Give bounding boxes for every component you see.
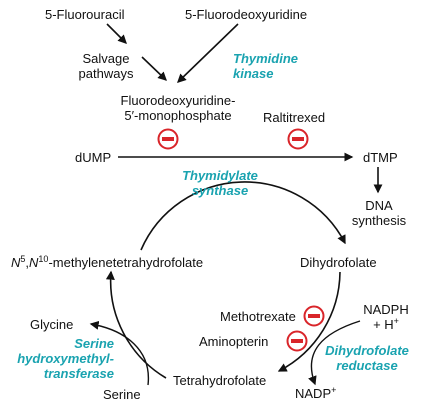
label-fdump-line2: 5′-monophosphate: [124, 108, 232, 123]
arrow-nadph-to-nadp: [308, 320, 361, 386]
inhibition-icon-fdump: [157, 128, 179, 150]
label-dtmp: dTMP: [363, 150, 398, 165]
label-nadph-sup: +: [393, 316, 399, 326]
enzyme-thymidylate-synthase-line2: synthase: [191, 183, 249, 198]
label-dihydrofolate: Dihydrofolate: [300, 255, 377, 270]
label-dump: dUMP: [75, 150, 112, 165]
enzyme-dhfr-line2: reductase: [336, 358, 398, 373]
label-nadph-h: + H: [373, 317, 394, 332]
label-methylene-sup5: 5: [20, 254, 26, 264]
arc-tetrahydrofolate-to-methylene: [105, 270, 167, 379]
arrow-fluorodeoxyuridine-to-fdump: [177, 23, 239, 83]
label-dna-synthesis: DNA synthesis: [348, 198, 410, 228]
label-fluorouracil: 5-Fluorouracil: [45, 7, 125, 22]
label-methylene-sup10: 10: [38, 254, 49, 264]
arrow-fluorouracil-to-salvage: [106, 23, 127, 44]
enzyme-thymidylate-synthase-line1: Thymidylate: [182, 168, 258, 183]
label-methylenetetrahydrofolate: N5,N10-methylenetetrahydrofolate: [11, 254, 204, 271]
label-raltitrexed: Raltitrexed: [263, 110, 326, 125]
label-nadp: NADP+: [295, 385, 337, 402]
inhibition-icon-aminopterin: [286, 330, 308, 352]
arc-dihydrofolate-to-tetrahydrofolate: [277, 271, 341, 372]
enzyme-shmt-line2: hydroxymethyl-: [17, 351, 114, 366]
label-aminopterin: Aminopterin: [199, 334, 269, 349]
arc-methylene-to-dihydrofolate: [140, 181, 346, 251]
enzyme-dhfr-line1: Dihydrofolate: [325, 343, 409, 358]
label-nadp-text: NADP: [295, 386, 332, 401]
enzyme-thymidine-kinase: Thymidine kinase: [233, 51, 298, 81]
inhibition-icon-raltitrexed: [287, 128, 309, 150]
enzyme-shmt-line1: Serine: [74, 336, 114, 351]
arrow-salvage-to-fdump: [141, 56, 167, 81]
enzyme-shmt-line3: transferase: [43, 366, 114, 381]
label-glycine: Glycine: [30, 317, 74, 332]
label-methylene-rest: -methylenetetrahydrofolate: [48, 255, 204, 270]
label-nadph-line2: + H+: [358, 316, 414, 333]
label-dna-line2: synthesis: [351, 213, 407, 228]
label-fluorodeoxyuridine: 5-Fluorodeoxyuridine: [185, 7, 308, 22]
inhibition-icon-methotrexate: [303, 305, 325, 327]
label-dna-line1: DNA: [365, 198, 393, 213]
label-fdump-line1: Fluorodeoxyuridine-: [120, 93, 236, 108]
enzyme-thymidylate-synthase: Thymidylate synthase: [170, 168, 270, 198]
label-methotrexate: Methotrexate: [220, 309, 296, 324]
label-methylene-n10: N: [29, 255, 39, 270]
label-salvage-pathways: Salvage pathways: [68, 51, 144, 81]
label-nadp-sup: +: [331, 385, 337, 395]
arrow-serine-to-glycine: [89, 320, 150, 386]
label-fdump: Fluorodeoxyuridine- 5′-monophosphate: [96, 93, 260, 123]
enzyme-thymidine-kinase-line2: kinase: [233, 66, 274, 81]
enzyme-thymidine-kinase-line1: Thymidine: [233, 51, 299, 66]
enzyme-serine-hydroxymethyltransferase: Serine hydroxymethyl- transferase: [10, 336, 114, 381]
label-nadph: NADPH + H+: [358, 302, 414, 332]
label-nadph-line1: NADPH: [363, 302, 409, 317]
label-tetrahydrofolate: Tetrahydrofolate: [173, 373, 267, 388]
label-methylene-n5: N: [11, 255, 21, 270]
label-serine: Serine: [103, 387, 141, 402]
label-salvage-line1: Salvage: [82, 51, 130, 66]
label-salvage-line2: pathways: [78, 66, 134, 81]
enzyme-dihydrofolate-reductase: Dihydrofolate reductase: [318, 343, 416, 373]
